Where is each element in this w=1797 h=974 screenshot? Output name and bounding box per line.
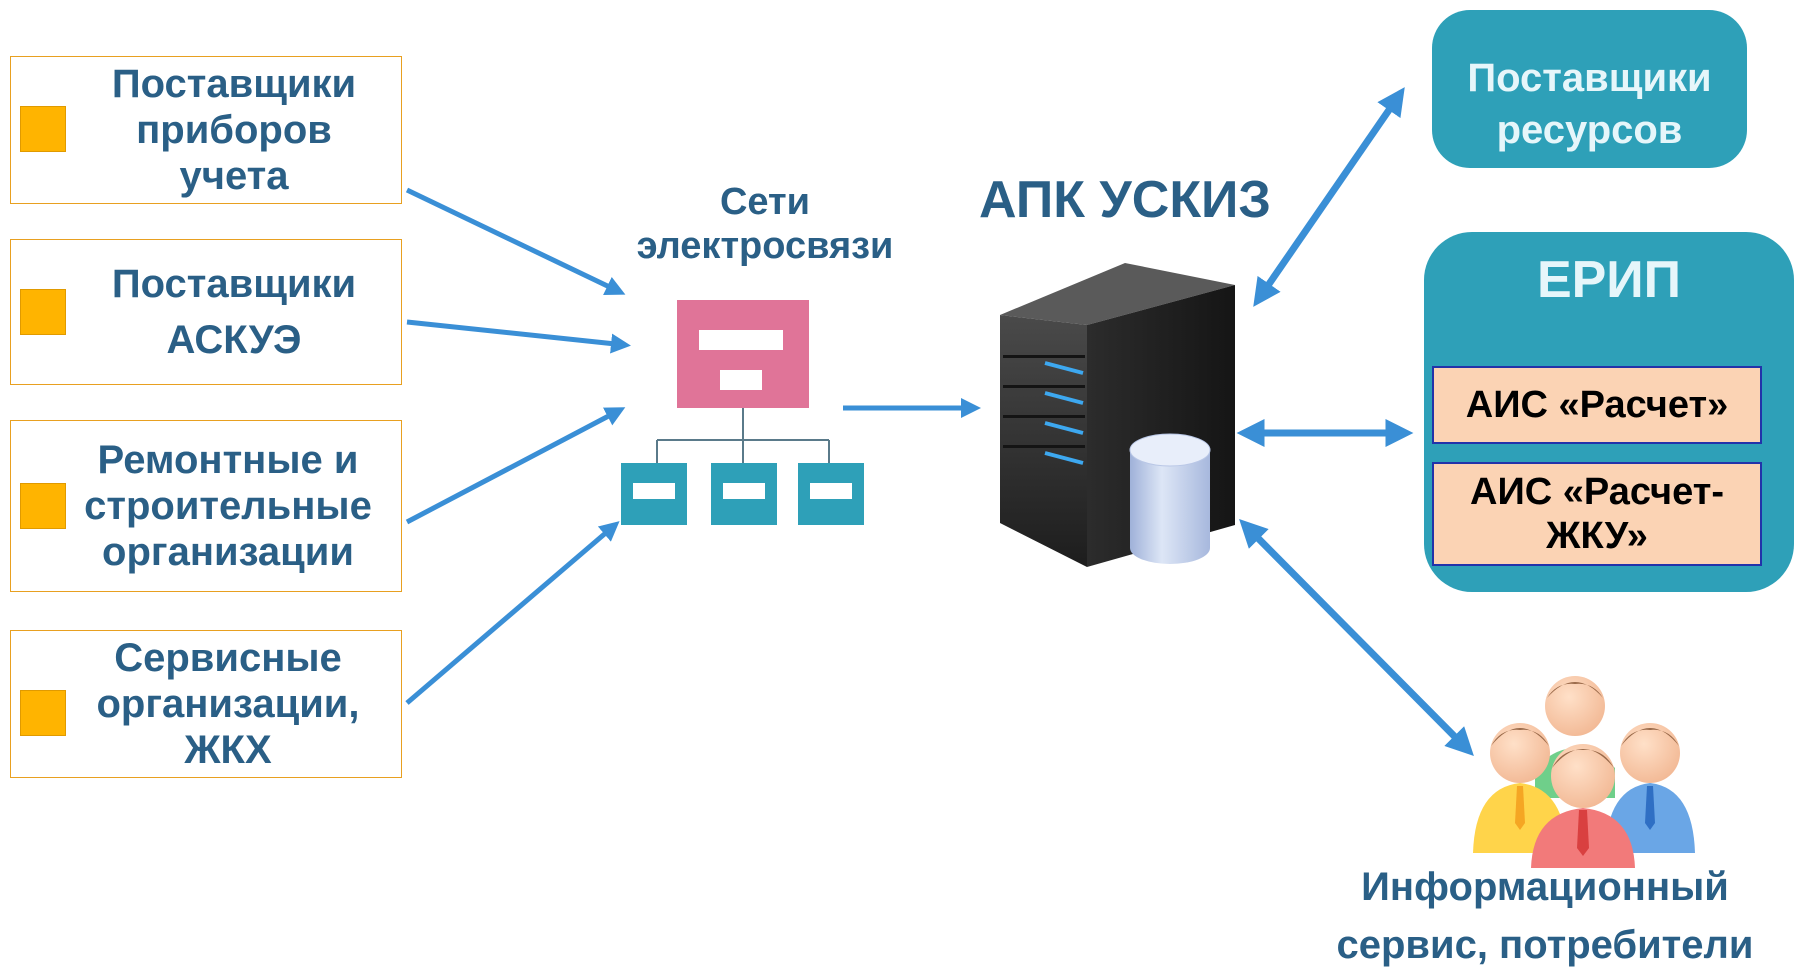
source-label: Сервисные организации, ЖКХ [96, 636, 360, 772]
source-box-repair: Ремонтные и строительные организации [10, 420, 402, 592]
square-bullet-icon [20, 483, 66, 529]
database-cylinder-icon [1129, 433, 1211, 564]
source-label: Поставщики АСКУЭ [111, 262, 357, 362]
square-bullet-icon [20, 289, 66, 335]
ais-raschet-zhku: АИС «Расчет-ЖКУ» [1432, 462, 1762, 566]
square-bullet-icon [20, 690, 66, 736]
network-hierarchy-icon [621, 300, 864, 525]
server-label: АПК УСКИЗ [978, 171, 1272, 229]
source-label: Ремонтные и строительные организации [84, 438, 372, 574]
source-label: Поставщики приборов учета [111, 62, 357, 198]
resource-suppliers-label: Поставщики ресурсов [1467, 56, 1712, 152]
arrow-askue-to-network [406, 319, 631, 354]
user-group-icon [1473, 676, 1695, 868]
arrow-server-consumers [1239, 519, 1474, 756]
resource-suppliers-panel: Поставщики ресурсов [1432, 10, 1747, 168]
consumers-label: Информационный сервис, потребители [1336, 865, 1754, 967]
source-box-service: Сервисные организации, ЖКХ [10, 630, 402, 778]
source-box-meters: Поставщики приборов учета [10, 56, 402, 204]
ais-raschet: АИС «Расчет» [1432, 366, 1762, 444]
square-bullet-icon [20, 106, 66, 152]
ais-raschet-label: АИС «Расчет» [1465, 384, 1729, 426]
source-box-askue: Поставщики АСКУЭ [10, 239, 402, 385]
arrow-server-resources [1253, 87, 1405, 307]
arrow-service-to-network [405, 521, 620, 705]
arrow-meters-to-network [405, 187, 626, 295]
ais-raschet-zhku-label: АИС «Расчет-ЖКУ» [1470, 471, 1724, 557]
erip-panel: ЕРИП АИС «Расчет» АИС «Расчет-ЖКУ» [1424, 232, 1794, 592]
erip-title: ЕРИП [1536, 251, 1682, 309]
arrow-repair-to-network [405, 407, 626, 525]
network-label: Сети электросвязи [636, 181, 894, 267]
